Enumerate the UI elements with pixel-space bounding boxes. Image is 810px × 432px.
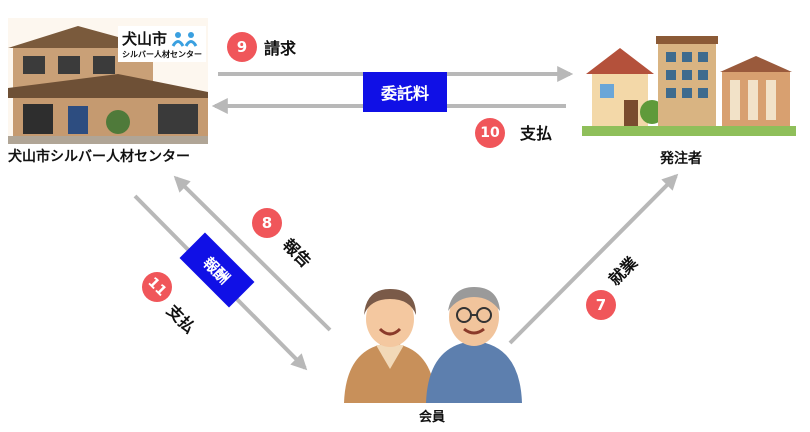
pay-client-label: 支払 [520, 124, 553, 143]
logo-sub-text: シルバー人材センター [122, 50, 202, 59]
client-name: 発注者 [660, 151, 702, 167]
step-badge-9: 9 [227, 32, 257, 62]
center-name: 犬山市シルバー人材センター [8, 149, 190, 165]
invoice-label: 請求 [264, 39, 297, 58]
member-name: 会員 [419, 410, 446, 425]
client-buildings-image [582, 36, 796, 136]
step-badge-8: 8 [252, 208, 282, 238]
arrow-work [508, 173, 679, 345]
center-logo: 犬山市 シルバー人材センター [118, 26, 206, 62]
logo-main-text: 犬山市 [122, 30, 168, 48]
members-image [344, 287, 522, 403]
step-badge-10: 10 [475, 118, 505, 148]
logo-people-icon [171, 31, 198, 47]
arrow-report [173, 175, 332, 332]
fee-box: 委託料 [363, 72, 447, 112]
step-badge-7: 7 [586, 290, 616, 320]
